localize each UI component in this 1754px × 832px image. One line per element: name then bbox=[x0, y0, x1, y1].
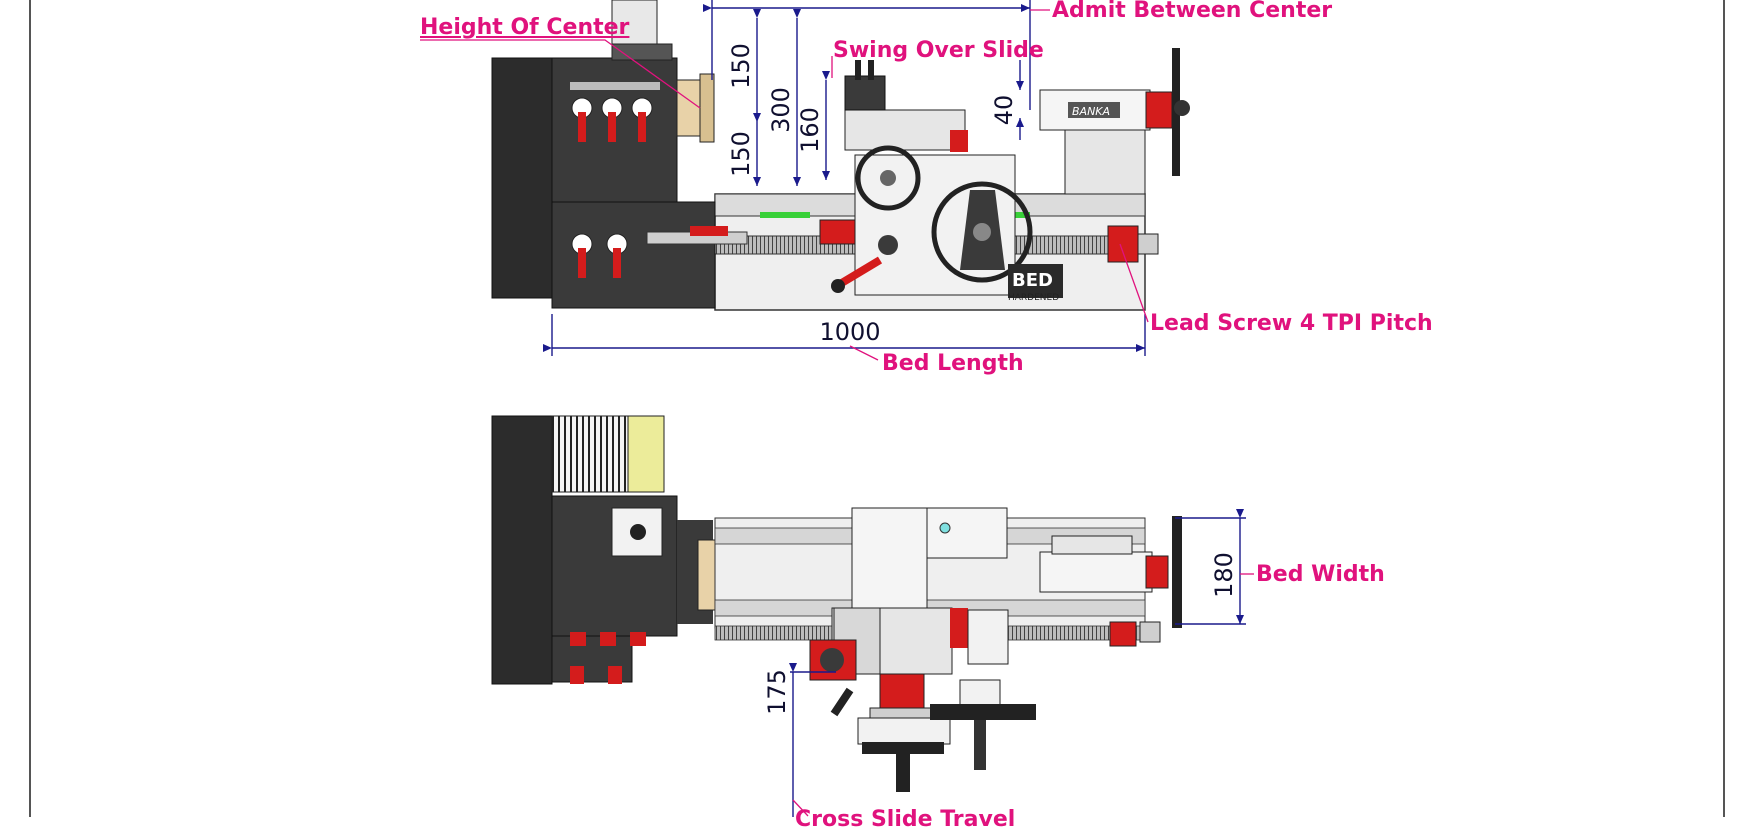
callout-swing-over-slide: Swing Over Slide bbox=[833, 38, 1044, 63]
speed-levers bbox=[570, 82, 748, 278]
dim-h150-b: 150 bbox=[727, 131, 755, 177]
front-view: BED HARDENED BANKA bbox=[420, 0, 1190, 361]
bed-logo: BED bbox=[1012, 270, 1053, 291]
top-leaders bbox=[792, 573, 1254, 817]
bed-way-marker bbox=[760, 212, 810, 218]
tailstock-brand: BANKA bbox=[1072, 105, 1110, 118]
tailstock-body bbox=[1064, 119, 1146, 195]
dim-h160: 160 bbox=[796, 107, 824, 153]
tool-post bbox=[844, 75, 886, 111]
cross-slide bbox=[844, 109, 966, 151]
chuck-top bbox=[697, 539, 717, 611]
front-dimensions bbox=[543, 0, 1146, 356]
carriage-top bbox=[851, 507, 928, 609]
front-leaders bbox=[420, 9, 1149, 361]
dim-bed-length: 1000 bbox=[819, 318, 880, 346]
tailstock-handwheel-top bbox=[1172, 516, 1182, 628]
dim-admit-top: 500 bbox=[817, 0, 863, 4]
callout-bed-width: Bed Width bbox=[1256, 562, 1385, 587]
carriage-handwheel bbox=[855, 145, 921, 211]
dim-h150-a: 150 bbox=[727, 43, 755, 89]
apron-handwheel bbox=[931, 181, 1033, 283]
dim-h300: 300 bbox=[767, 87, 795, 133]
drawing-frame bbox=[29, 0, 1725, 817]
motor-cabinet bbox=[491, 57, 553, 299]
gearbox bbox=[551, 201, 716, 309]
dim-bed-width: 180 bbox=[1210, 552, 1238, 598]
top-dimensions bbox=[789, 509, 1246, 817]
callout-cross-slide-travel: Cross Slide Travel bbox=[795, 807, 1016, 832]
motor-end-cap bbox=[627, 415, 665, 493]
top-view: 180 175 bbox=[491, 415, 1254, 817]
dim-cross-travel: 175 bbox=[763, 669, 791, 715]
svg-text:HARDENED: HARDENED bbox=[1008, 293, 1059, 303]
motor-cabinet-top bbox=[491, 415, 553, 685]
callout-bed-length: Bed Length bbox=[882, 351, 1024, 376]
compound-handwheel-top bbox=[857, 717, 951, 745]
motor bbox=[551, 415, 633, 493]
apron-top bbox=[879, 673, 925, 709]
callout-admit-between-center: Admit Between Center bbox=[1052, 0, 1333, 23]
lead-screw-bearing bbox=[1107, 225, 1139, 263]
tailstock-top bbox=[1039, 551, 1153, 593]
callout-lead-screw: Lead Screw 4 TPI Pitch bbox=[1150, 311, 1433, 336]
callout-height-of-center: Height Of Center bbox=[420, 15, 630, 40]
dim-h40: 40 bbox=[990, 95, 1018, 126]
carriage-handwheel-top bbox=[930, 704, 1036, 720]
